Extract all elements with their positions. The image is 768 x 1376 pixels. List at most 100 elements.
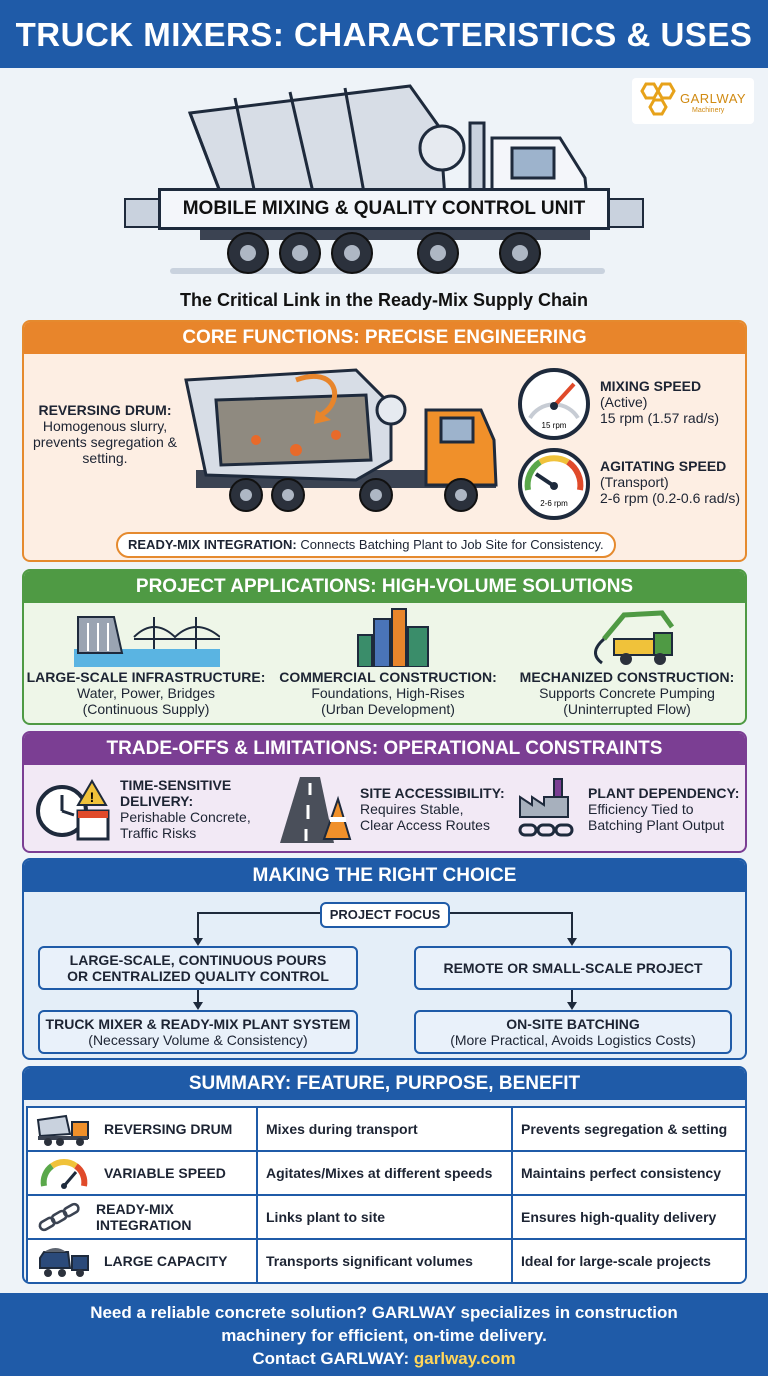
feature-label: READY-MIX INTEGRATION [96, 1201, 192, 1233]
trade-time-line1: Perishable Concrete, [120, 809, 251, 825]
hexagon-logo-icon [640, 82, 676, 116]
app-item-infrastructure: LARGE-SCALE INFRASTRUCTURE: Water, Power… [26, 669, 266, 717]
trade-access-line1: Requires Stable, [360, 801, 464, 817]
logo-subtext: Machinery [692, 107, 725, 114]
purpose-cell: Agitates/Mixes at different speeds [255, 1150, 514, 1196]
purpose-cell: Links plant to site [255, 1194, 514, 1240]
left-answer-sub: (Necessary Volume & Consistency) [88, 1032, 308, 1048]
agitating-gauge-label: 2-6 rpm [540, 499, 568, 508]
app-item-commercial: COMMERCIAL CONSTRUCTION: Foundations, Hi… [268, 669, 508, 717]
dam-bridge-icon [74, 616, 220, 667]
trade-time-title2: DELIVERY: [120, 793, 194, 809]
integration-label: READY-MIX INTEGRATION: [128, 537, 297, 552]
trade-offs-section: TRADE-OFFS & LIMITATIONS: OPERATIONAL CO… [22, 731, 747, 853]
page-title: TRUCK MIXERS: CHARACTERISTICS & USES [15, 16, 753, 53]
trade-offs-title: TRADE-OFFS & LIMITATIONS: OPERATIONAL CO… [24, 733, 745, 765]
agitating-speed-info: AGITATING SPEED (Transport) 2-6 rpm (0.2… [600, 458, 745, 506]
app-commercial-title: COMMERCIAL CONSTRUCTION: [279, 669, 497, 685]
footer-line2: machinery for efficient, on-time deliver… [221, 1326, 547, 1345]
concrete-pump-icon [594, 610, 675, 665]
making-right-choice-section: MAKING THE RIGHT CHOICE PROJECT FOCUS LA… [22, 858, 747, 1060]
app-mechanized-title: MECHANIZED CONSTRUCTION: [519, 669, 735, 685]
remote-small-option-box: REMOTE OR SMALL-SCALE PROJECT [414, 946, 732, 990]
benefit-cell: Maintains perfect consistency [511, 1150, 745, 1196]
summary-title: SUMMARY: FEATURE, PURPOSE, BENEFIT [24, 1068, 745, 1100]
hero-banner: MOBILE MIXING & QUALITY CONTROL UNIT [158, 188, 610, 230]
right-question: REMOTE OR SMALL-SCALE PROJECT [443, 960, 703, 976]
reversing-drum-text: Homogenous slurry, prevents segregation … [33, 418, 177, 466]
table-row: LARGE CAPACITY Transports significant vo… [26, 1238, 745, 1282]
trade-plant-line2: Batching Plant Output [588, 817, 725, 833]
trade-plant-title: PLANT DEPENDENCY: [588, 785, 740, 801]
feature-cell: READY-MIX INTEGRATION [26, 1194, 258, 1240]
reversing-drum-title: REVERSING DRUM: [38, 402, 172, 418]
left-question-line2: OR CENTRALIZED QUALITY CONTROL [67, 968, 329, 984]
table-row: READY-MIX INTEGRATION Links plant to sit… [26, 1194, 745, 1240]
footer-contact-label: Contact GARLWAY: [252, 1349, 410, 1368]
benefit-cell: Prevents segregation & setting [511, 1106, 745, 1152]
feature-label: LARGE CAPACITY [104, 1253, 228, 1269]
clock-calendar-icon: ! [36, 779, 110, 841]
app-infrastructure-line1: Water, Power, Bridges [77, 685, 215, 701]
factory-chain-icon [518, 778, 574, 837]
speed-gauge-icon [40, 1159, 88, 1189]
large-scale-option-box: LARGE-SCALE, CONTINUOUS POURS OR CENTRAL… [38, 946, 358, 990]
purpose-cell: Transports significant volumes [255, 1238, 514, 1282]
right-answer-title: ON-SITE BATCHING [506, 1016, 640, 1032]
title-bar: TRUCK MIXERS: CHARACTERISTICS & USES [0, 0, 768, 68]
trade-plant-line1: Efficiency Tied to [588, 801, 694, 817]
decision-arrows [193, 912, 577, 1010]
app-infrastructure-title: LARGE-SCALE INFRASTRUCTURE: [26, 669, 266, 685]
agitating-speed-gauge-icon: 2-6 rpm [518, 448, 590, 520]
project-applications-title: PROJECT APPLICATIONS: HIGH-VOLUME SOLUTI… [24, 571, 745, 603]
agitating-speed-title: AGITATING SPEED [600, 458, 727, 474]
project-applications-section: PROJECT APPLICATIONS: HIGH-VOLUME SOLUTI… [22, 569, 747, 725]
core-functions-section: CORE FUNCTIONS: PRECISE ENGINEERING REVE… [22, 320, 747, 562]
dump-truck-icon [39, 1248, 89, 1277]
making-right-choice-title: MAKING THE RIGHT CHOICE [24, 860, 745, 892]
garlway-logo: GARLWAY Machinery [632, 78, 754, 124]
table-row: REVERSING DRUM Mixes during transport Pr… [26, 1106, 745, 1152]
mixer-truck-icon [36, 1114, 89, 1146]
core-functions-title: CORE FUNCTIONS: PRECISE ENGINEERING [24, 322, 745, 354]
summary-table: REVERSING DRUM Mixes during transport Pr… [26, 1106, 745, 1282]
trade-item-access: SITE ACCESSIBILITY: Requires Stable, Cle… [360, 785, 520, 833]
purpose-cell: Mixes during transport [255, 1106, 514, 1152]
app-infrastructure-line2: (Continuous Supply) [82, 701, 210, 717]
benefit-cell: Ensures high-quality delivery [511, 1194, 745, 1240]
banner-ribbon-left [124, 198, 160, 228]
ready-mix-integration-pill: READY-MIX INTEGRATION: Connects Batching… [116, 532, 616, 558]
city-buildings-icon [357, 608, 429, 667]
project-focus-box: PROJECT FOCUS [320, 902, 450, 928]
trade-item-plant: PLANT DEPENDENCY: Efficiency Tied to Bat… [588, 785, 745, 833]
mixing-speed-gauge-icon: 15 rpm [518, 368, 590, 440]
footer-line1: Need a reliable concrete solution? GARLW… [90, 1303, 678, 1322]
right-answer-sub: (More Practical, Avoids Logistics Costs) [450, 1032, 696, 1048]
road-cone-icon [280, 777, 352, 843]
benefit-cell: Ideal for large-scale projects [511, 1238, 745, 1282]
mixing-speed-mode: (Active) [600, 394, 648, 410]
app-commercial-line2: (Urban Development) [321, 701, 455, 717]
app-mechanized-line1: Supports Concrete Pumping [539, 685, 715, 701]
trade-item-time: TIME-SENSITIVE DELIVERY: Perishable Conc… [120, 777, 280, 841]
app-mechanized-line2: (Uninterrupted Flow) [563, 701, 691, 717]
reversing-drum-note: REVERSING DRUM: Homogenous slurry, preve… [30, 402, 180, 466]
mixing-speed-title: MIXING SPEED [600, 378, 702, 394]
feature-cell: VARIABLE SPEED [26, 1150, 258, 1196]
mixing-gauge-label: 15 rpm [542, 421, 567, 430]
app-item-mechanized: MECHANIZED CONSTRUCTION: Supports Concre… [508, 669, 745, 717]
left-question-line1: LARGE-SCALE, CONTINUOUS POURS [69, 952, 327, 968]
logo-text: GARLWAY [680, 91, 747, 106]
trade-access-line2: Clear Access Routes [360, 817, 490, 833]
app-commercial-line1: Foundations, High-Rises [311, 685, 465, 701]
summary-section: SUMMARY: FEATURE, PURPOSE, BENEFIT REVER… [22, 1066, 747, 1284]
svg-text:!: ! [90, 789, 95, 805]
footer-contact-line: Contact GARLWAY: garlway.com [0, 1347, 768, 1370]
trade-access-title: SITE ACCESSIBILITY: [360, 785, 505, 801]
feature-label: REVERSING DRUM [104, 1121, 233, 1137]
feature-label: VARIABLE SPEED [104, 1165, 226, 1181]
agitating-speed-value: 2-6 rpm (0.2-0.6 rad/s) [600, 490, 741, 506]
garlway-website-link[interactable]: garlway.com [413, 1349, 516, 1368]
banner-ribbon-right [608, 198, 644, 228]
hero-subtitle: The Critical Link in the Ready-Mix Suppl… [179, 290, 589, 310]
